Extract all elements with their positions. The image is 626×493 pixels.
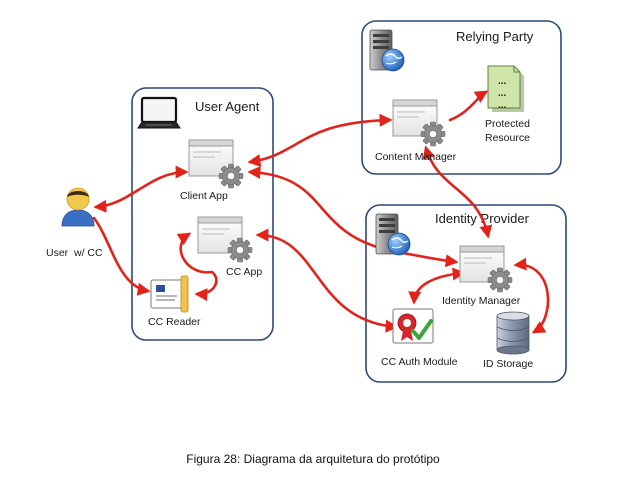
client-app-label: Client App — [180, 190, 228, 202]
cc-auth-module-label: CC Auth Module — [381, 356, 458, 368]
gear-icon — [218, 163, 244, 189]
content-manager-node: Content Manager — [375, 99, 457, 163]
id-storage-node: ID Storage — [483, 311, 533, 370]
arrow-cc-app-cc-auth-module — [255, 228, 399, 333]
gear-icon — [487, 267, 513, 293]
arrow-client-app-content-manager — [247, 113, 393, 167]
server-globe-icon — [375, 213, 411, 256]
user-label: User w/ CC — [46, 247, 103, 259]
gear-icon — [227, 237, 253, 263]
arrow-identity-manager-cc-auth-module — [408, 267, 466, 305]
user-icon — [61, 187, 95, 227]
cc-app-label: CC App — [226, 266, 262, 278]
identity-manager-label: Identity Manager — [442, 295, 521, 307]
document-glyph-1: ... — [498, 76, 507, 87]
laptop-icon — [137, 96, 181, 129]
arrow-user-client-app — [93, 165, 189, 213]
identity-manager-node: Identity Manager — [442, 245, 521, 307]
user-node: User w/ CC — [46, 187, 103, 259]
protected-resource-label-line1: Protected — [485, 118, 530, 130]
server-globe-icon — [369, 29, 405, 72]
gear-icon — [420, 121, 446, 147]
user-agent-title: User Agent — [195, 99, 260, 114]
arrow-cc-app-cc-reader — [176, 232, 218, 302]
cc-reader-node: CC Reader — [148, 275, 201, 328]
card-reader-icon — [150, 275, 189, 313]
cc-app-node: CC App — [197, 216, 262, 278]
arrow-identity-manager-id-storage — [513, 257, 550, 334]
document-icon: ... ... ... — [487, 65, 524, 112]
arrow-client-app-identity-manager — [247, 166, 459, 268]
figure-caption: Figura 28: Diagrama da arquitetura do pr… — [186, 452, 440, 466]
cc-auth-module-node: CC Auth Module — [381, 308, 458, 368]
protected-resource-label-line2: Resource — [485, 132, 530, 144]
cc-reader-label: CC Reader — [148, 316, 201, 328]
id-storage-label: ID Storage — [483, 358, 533, 370]
arrow-user-cc-reader — [92, 216, 151, 296]
connections — [92, 90, 550, 334]
content-manager-label: Content Manager — [375, 151, 457, 163]
certificate-icon — [392, 308, 434, 344]
document-glyph-2: ... — [498, 88, 507, 99]
document-glyph-3: ... — [498, 100, 507, 111]
protected-resource-node: ... ... ... Protected Resource — [485, 65, 530, 144]
database-icon — [496, 311, 530, 355]
client-app-node: Client App — [180, 139, 244, 202]
relying-party-title: Relying Party — [456, 29, 534, 44]
arrow-content-manager-protected-resource — [448, 90, 489, 122]
